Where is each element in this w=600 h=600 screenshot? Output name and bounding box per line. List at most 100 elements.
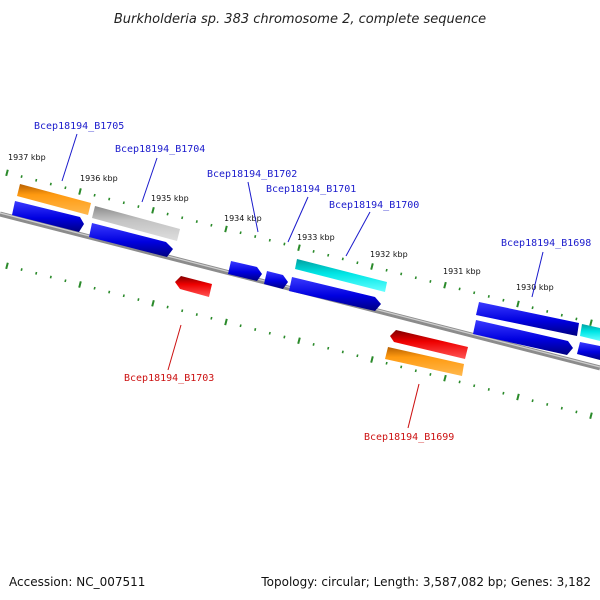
gene-cds-blue-2[interactable] — [89, 223, 173, 257]
minor-tick — [93, 193, 96, 197]
gene-label-B1705[interactable]: Bcep18194_B1705 — [34, 121, 124, 132]
gene-features — [12, 184, 600, 376]
minor-tick — [414, 369, 417, 373]
major-tick — [78, 281, 82, 288]
topology-summary: Topology: circular; Length: 3,587,082 bp… — [260, 575, 591, 589]
minor-tick — [473, 291, 476, 295]
leader-line — [61, 133, 78, 182]
major-tick — [589, 412, 593, 420]
major-tick — [151, 299, 155, 307]
minor-tick — [64, 279, 67, 283]
minor-tick — [166, 212, 169, 216]
minor-tick — [458, 287, 461, 291]
major-tick — [297, 244, 301, 252]
kbp-label: 1937 kbp — [8, 153, 46, 162]
major-tick — [589, 319, 593, 327]
minor-tick — [268, 238, 271, 242]
gene-label-B1698[interactable]: Bcep18194_B1698 — [501, 238, 591, 249]
minor-tick — [560, 313, 563, 317]
major-tick — [78, 188, 82, 195]
gene-label-B1699[interactable]: Bcep18194_B1699 — [364, 432, 454, 443]
minor-tick — [20, 175, 23, 178]
minor-tick — [341, 350, 344, 354]
minor-tick — [356, 261, 359, 265]
gene-cds-blue-8[interactable] — [577, 342, 600, 360]
gene-B1700-cyan[interactable] — [295, 259, 387, 292]
gene-label-B1700[interactable]: Bcep18194_B1700 — [329, 200, 419, 211]
minor-tick — [327, 346, 330, 350]
major-tick — [370, 356, 374, 363]
minor-tick — [400, 272, 403, 276]
major-tick — [443, 281, 447, 289]
gene-label-B1704[interactable]: Bcep18194_B1704 — [115, 144, 205, 155]
gene-B1698-cyan[interactable] — [580, 324, 600, 341]
minor-tick — [49, 182, 52, 186]
gene-B1704[interactable] — [92, 206, 180, 241]
minor-tick — [239, 231, 242, 235]
gene-cds-blue-7[interactable] — [473, 320, 573, 355]
forward-tick-row — [5, 169, 593, 327]
leader-line — [531, 251, 544, 298]
minor-tick — [268, 331, 271, 335]
accession-text: Accession: NC_007511 — [9, 575, 145, 589]
major-tick — [5, 169, 9, 177]
minor-tick — [429, 373, 432, 376]
major-tick — [151, 206, 155, 214]
gene-label-B1703[interactable]: Bcep18194_B1703 — [124, 373, 214, 384]
minor-tick — [546, 403, 549, 406]
leader-line — [287, 196, 309, 243]
minor-tick — [254, 328, 257, 331]
minor-tick — [312, 250, 315, 253]
minor-tick — [137, 205, 140, 208]
minor-tick — [122, 201, 125, 205]
major-tick — [224, 318, 228, 326]
leader-line — [141, 157, 158, 203]
gene-B1705[interactable] — [17, 184, 91, 215]
minor-tick — [195, 220, 198, 223]
minor-tick — [575, 317, 578, 321]
kbp-label: 1936 kbp — [80, 174, 118, 183]
gene-cds-blue-6[interactable] — [476, 302, 579, 336]
kbp-label: 1933 kbp — [297, 233, 335, 242]
gene-cds-blue-1[interactable] — [12, 201, 84, 232]
minor-tick — [473, 384, 476, 388]
minor-tick — [414, 276, 417, 280]
gene-B1703[interactable] — [175, 276, 212, 297]
minor-tick — [283, 242, 286, 246]
minor-tick — [531, 306, 534, 310]
minor-tick — [239, 324, 242, 328]
gene-cds-blue-3[interactable] — [228, 261, 262, 281]
kbp-label: 1935 kbp — [151, 194, 189, 203]
minor-tick — [254, 235, 257, 238]
gene-label-B1702[interactable]: Bcep18194_B1702 — [207, 169, 297, 180]
leader-line — [345, 211, 371, 257]
major-tick — [443, 374, 447, 382]
minor-tick — [458, 380, 461, 384]
minor-tick — [210, 223, 213, 227]
minor-tick — [122, 294, 125, 298]
major-tick — [5, 262, 9, 270]
minor-tick — [108, 290, 111, 294]
minor-tick — [108, 197, 111, 201]
gene-B1699[interactable] — [390, 330, 468, 359]
minor-tick — [93, 286, 96, 290]
leader-line — [247, 181, 259, 233]
gene-cds-blue-5[interactable] — [289, 277, 381, 311]
minor-tick — [429, 280, 432, 283]
major-tick — [224, 225, 228, 233]
minor-tick — [20, 268, 23, 271]
reverse-tick-row — [5, 262, 593, 420]
minor-tick — [385, 268, 388, 272]
gene-B1699-orange[interactable] — [385, 347, 464, 376]
minor-tick — [283, 335, 286, 339]
gene-cds-blue-4[interactable] — [264, 271, 288, 289]
minor-tick — [356, 354, 359, 358]
major-tick — [297, 337, 301, 345]
minor-tick — [385, 361, 388, 365]
gene-label-B1701[interactable]: Bcep18194_B1701 — [266, 184, 356, 195]
minor-tick — [64, 186, 67, 190]
minor-tick — [35, 178, 38, 182]
major-tick — [516, 393, 520, 401]
leader-line — [167, 324, 182, 371]
minor-tick — [327, 253, 330, 257]
